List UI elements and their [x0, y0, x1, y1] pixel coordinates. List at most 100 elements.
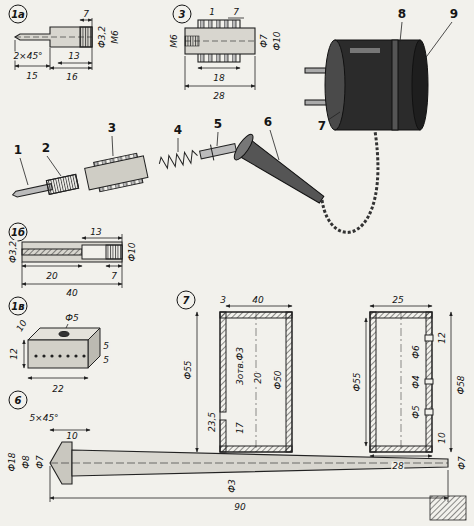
dimension-label: Ф7 — [458, 455, 467, 470]
dimension-label: Ф6 — [412, 344, 421, 359]
dimension-lines-stroke — [255, 56, 256, 90]
dimension-label: 18 — [212, 74, 225, 83]
part-block-stroke — [88, 328, 100, 368]
view-number: 6 — [9, 391, 28, 410]
view-number: 7 — [177, 291, 196, 310]
leader-lines-stroke — [178, 138, 179, 152]
dimension-label: 40 — [251, 296, 264, 305]
part-sleeve-stroke — [185, 41, 255, 42]
dimension-label: 10 — [15, 318, 30, 334]
callout-number: 4 — [172, 124, 184, 136]
part-cup-section-stroke — [286, 312, 292, 452]
dimension-label: 7 — [110, 272, 118, 281]
dimension-label: Ф10 — [273, 30, 282, 51]
part-tube-stroke — [22, 242, 122, 262]
dimension-label: 13 — [89, 228, 102, 237]
leader-lines — [20, 22, 452, 185]
dimension-label: 25 — [391, 296, 404, 305]
dimension-label: Ф8 — [22, 454, 31, 469]
part-tube-stroke — [106, 245, 122, 259]
dimension-label: Ф5 — [64, 314, 79, 323]
dimension-lines-stroke — [197, 312, 198, 452]
dimension-label: 16 — [65, 73, 78, 82]
cord — [322, 131, 378, 232]
dimension-label: 28 — [212, 92, 225, 101]
part-block-stroke — [28, 340, 88, 368]
part-cup-section-stroke — [220, 312, 226, 412]
dimension-lines-stroke — [82, 238, 122, 239]
view-number: 1б — [9, 223, 28, 242]
dimension-label: Ф3,2 — [9, 240, 18, 264]
dimension-label: 22 — [51, 385, 64, 394]
cord-stroke — [322, 131, 378, 232]
part-tip-stroke — [15, 27, 92, 47]
dimension-lines — [15, 18, 451, 502]
leader-lines-stroke — [400, 22, 402, 42]
assembly-handle-stroke — [240, 140, 327, 208]
assembly-parts — [10, 133, 239, 210]
assembly-parts-stroke — [200, 144, 237, 159]
leader-lines-stroke — [217, 132, 218, 146]
assembly-parts-stroke — [46, 174, 78, 194]
dimension-label: 23,5 — [208, 411, 217, 433]
assembly-parts-stroke — [158, 150, 199, 170]
assembly-parts-stroke — [211, 145, 214, 161]
dimension-lines-stroke — [226, 306, 292, 307]
dimension-label: 13 — [67, 52, 80, 61]
part-cup-view-stroke — [401, 312, 402, 452]
leader-lines-stroke — [424, 22, 452, 60]
assembly-handle — [231, 132, 330, 212]
assembly-handle-stroke — [231, 132, 256, 162]
dimension-lines-stroke — [58, 63, 92, 64]
dimension-label: Ф10 — [128, 241, 137, 262]
dimension-lines-stroke — [80, 20, 92, 21]
dimension-label: 7 — [232, 8, 240, 17]
part-cup-section — [220, 312, 292, 452]
plug-unit-stroke — [335, 40, 420, 130]
part-tip-stroke — [15, 37, 92, 38]
callout-number: 6 — [262, 116, 274, 128]
dimension-label: Ф58 — [457, 374, 466, 395]
dimension-label: Ф55 — [184, 359, 193, 380]
dimension-label: Ф3 — [228, 478, 237, 493]
dimension-label: 15 — [25, 72, 38, 81]
dimension-lines-stroke — [50, 48, 51, 70]
dimension-lines-stroke — [106, 266, 122, 267]
callout-number: 2 — [40, 142, 52, 154]
dimension-label: 1 — [208, 8, 216, 17]
dimension-lines-stroke — [50, 68, 92, 69]
dimension-lines-stroke — [185, 86, 255, 87]
dimension-label: М6 — [170, 33, 179, 49]
dimension-label: Ф5 — [412, 404, 421, 419]
dimension-lines-stroke — [28, 378, 88, 379]
dimension-lines-stroke — [198, 68, 240, 69]
callout-number: 5 — [212, 118, 224, 130]
stamp — [430, 496, 466, 520]
dimension-label: 5 — [102, 356, 110, 365]
part-block-stroke — [30, 350, 86, 358]
part-handle — [50, 442, 448, 484]
part-tube-stroke — [22, 249, 82, 255]
stamp-stroke — [430, 496, 466, 520]
dimension-lines-stroke — [370, 456, 432, 457]
part-tube-stroke — [82, 245, 122, 259]
dimension-label: Ф4 — [412, 374, 421, 389]
dimension-label: Ф7 — [36, 454, 45, 469]
assembly-parts-stroke — [46, 174, 78, 194]
dimension-label: 3отв.Ф3 — [236, 346, 245, 386]
callout-number: 3 — [106, 122, 118, 134]
dimension-label: 5×45° — [28, 414, 59, 423]
part-tube — [22, 242, 122, 262]
plug-unit-stroke — [412, 40, 428, 130]
dimension-lines-stroke — [22, 266, 82, 267]
dimension-lines-stroke — [185, 56, 186, 90]
part-cup-view-stroke — [370, 312, 432, 452]
dimension-lines-stroke — [22, 262, 23, 288]
leader-lines-stroke — [328, 112, 340, 120]
callout-number: 8 — [396, 8, 408, 20]
dimension-label: 10 — [438, 431, 447, 444]
dimension-lines-stroke — [370, 306, 432, 307]
part-sleeve — [185, 20, 255, 62]
view-number: 1а — [9, 5, 28, 24]
